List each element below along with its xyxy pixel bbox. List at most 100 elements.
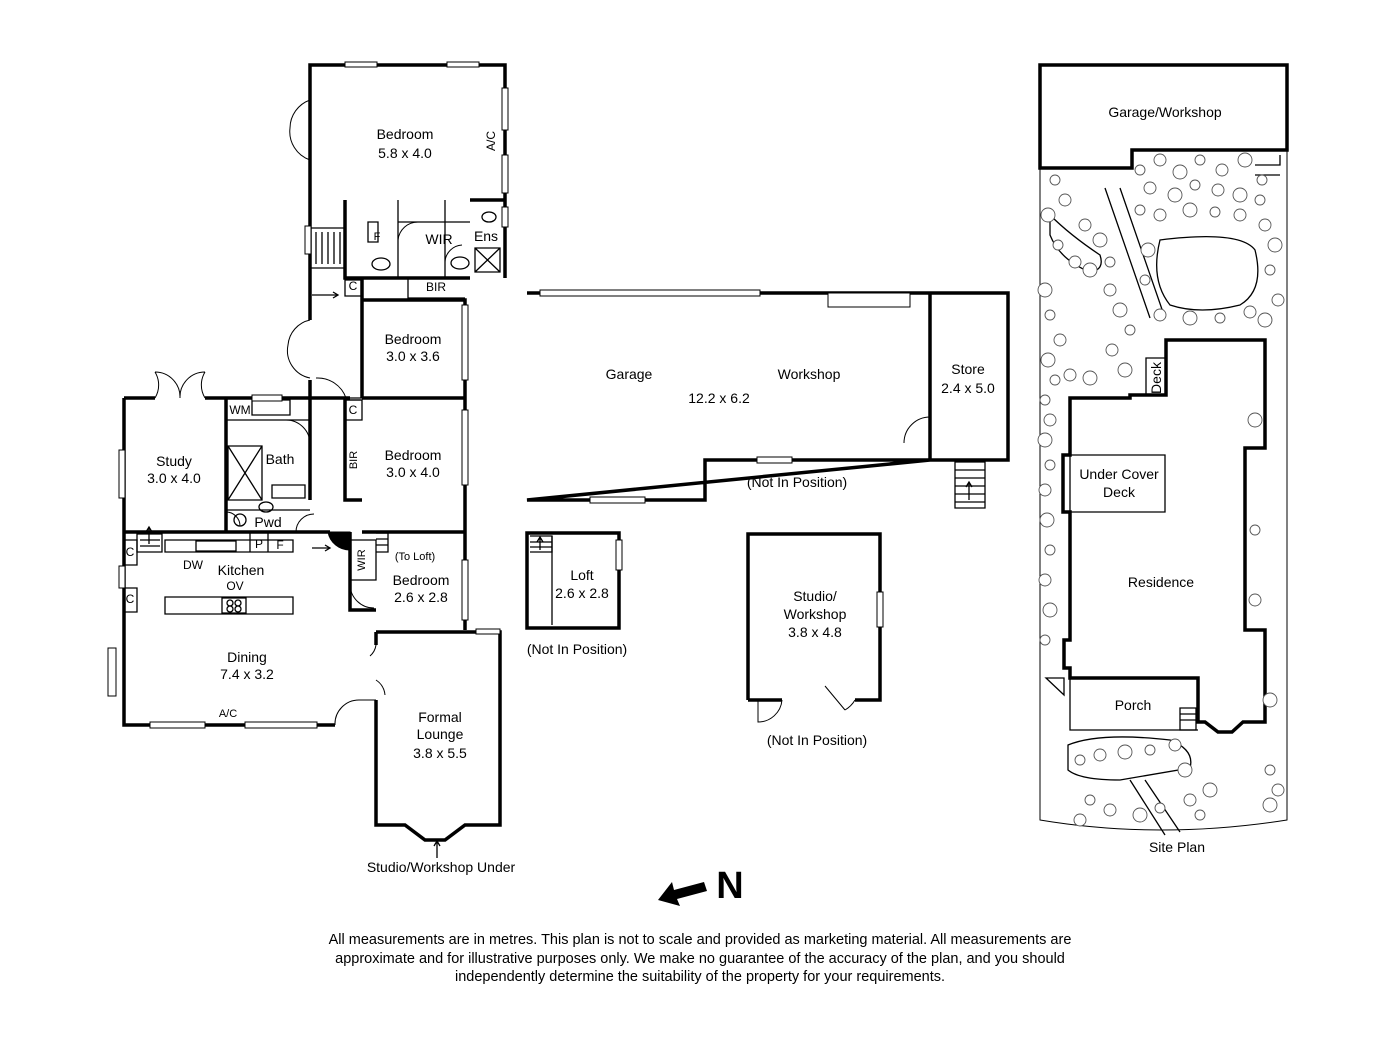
formal-lounge-size: 3.8 x 5.5 [413, 745, 467, 761]
dining-size: 7.4 x 3.2 [220, 666, 274, 682]
linen-cupboard-label: C [349, 279, 358, 293]
tree-icon [1237, 152, 1253, 168]
bedroom-3-size: 3.0 x 4.0 [386, 464, 440, 480]
under-cover-deck-label-1: Under Cover [1079, 466, 1159, 482]
studio-plan [746, 532, 884, 723]
tree-icon [1053, 333, 1067, 347]
bir-top-label: BIR [426, 280, 446, 294]
tree-icon [1262, 692, 1278, 708]
tree-icon [1117, 362, 1133, 378]
tree-icon [1092, 232, 1108, 248]
tree-icon [1132, 807, 1148, 823]
ac-dining-label: A/C [219, 708, 237, 720]
studio-size: 3.8 x 4.8 [788, 624, 842, 640]
tree-icon [1044, 309, 1056, 321]
tree-icon [1039, 394, 1051, 406]
study-label: Study [156, 453, 192, 469]
dishwasher-label: DW [183, 558, 204, 572]
tree-icon [1105, 343, 1119, 357]
tree-icon [1215, 163, 1229, 177]
tree-icon [1211, 183, 1225, 197]
tree-icon [1153, 153, 1167, 167]
tree-icon [1058, 193, 1072, 207]
bedroom-2-size: 3.0 x 3.6 [386, 348, 440, 364]
studio-label-1: Studio/ [793, 588, 837, 604]
store-label: Store [951, 361, 985, 377]
cupboard-c4-label: C [126, 592, 135, 606]
tree-icon [1134, 164, 1146, 176]
pantry-label: P [255, 537, 263, 551]
wir-master-label: WIR [425, 231, 452, 247]
tree-icon [1168, 738, 1182, 752]
fridge-f2-label: F [276, 538, 283, 552]
tree-icon [1042, 602, 1058, 618]
loft-label: Loft [570, 567, 593, 583]
tree-icon [1104, 256, 1116, 268]
studio-caption: (Not In Position) [767, 732, 867, 748]
tree-icon [1073, 813, 1087, 827]
loft-caption: (Not In Position) [527, 641, 627, 657]
tree-icon [1068, 255, 1082, 269]
porch-label: Porch [1115, 697, 1152, 713]
bedroom-2-label: Bedroom [385, 331, 442, 347]
dining-label: Dining [227, 649, 267, 665]
studio-under-caption: Studio/Workshop Under [367, 859, 516, 875]
tree-icon [1243, 305, 1257, 319]
tree-icon [1134, 204, 1146, 216]
tree-icon [1039, 634, 1051, 646]
tree-icon [1183, 793, 1197, 807]
fridge-f-label: F [374, 231, 381, 243]
bath-label: Bath [266, 451, 295, 467]
tree-icon [1262, 797, 1278, 813]
north-label: N [716, 865, 743, 907]
to-loft-label: (To Loft) [395, 551, 435, 563]
tree-icon [1040, 207, 1056, 223]
main-house-plan [107, 61, 509, 858]
tree-icon [1049, 374, 1061, 386]
tree-icon [1182, 310, 1198, 326]
cupboard-c2-label: C [349, 403, 358, 417]
tree-icon [1264, 264, 1276, 276]
tree-icon [1194, 154, 1206, 166]
tree-icon [1044, 544, 1056, 556]
tree-icon [1124, 324, 1136, 336]
site-garage-workshop-label: Garage/Workshop [1108, 104, 1222, 120]
garage-size: 12.2 x 6.2 [688, 390, 750, 406]
tree-icon [1153, 208, 1167, 222]
kitchen-label: Kitchen [218, 562, 265, 578]
tree-icon [1084, 794, 1096, 806]
tree-icon [1182, 202, 1198, 218]
tree-icon [1189, 179, 1201, 191]
tree-icon [1214, 312, 1226, 324]
tree-icon [1038, 483, 1052, 497]
tree-icon [1271, 783, 1285, 797]
tree-icon [1078, 218, 1092, 232]
tree-icon [1153, 308, 1167, 322]
tree-icon [1049, 174, 1061, 186]
ac-bedroom-label: A/C [484, 131, 498, 151]
tree-icon [1232, 187, 1248, 203]
site-plan [1037, 63, 1289, 836]
tree-icon [1257, 312, 1273, 328]
tree-icon [1040, 352, 1056, 368]
tree-icon [1117, 744, 1133, 760]
disclaimer-line-3: independently determine the suitability … [454, 969, 946, 985]
tree-icon [1039, 512, 1055, 528]
residence-label: Residence [1128, 574, 1194, 590]
tree-icon [1258, 218, 1272, 232]
workshop-label: Workshop [778, 366, 841, 382]
bedroom-3-label: Bedroom [385, 447, 442, 463]
tree-icon [1249, 524, 1261, 536]
under-cover-deck-label-2: Deck [1103, 484, 1136, 500]
tree-icon [1082, 262, 1098, 278]
disclaimer-line-1: All measurements are in metres. This pla… [328, 932, 1072, 948]
tree-icon [1139, 274, 1151, 286]
bedroom-master-label: Bedroom [377, 126, 434, 142]
tree-icon [1254, 194, 1266, 206]
north-arrow-icon [658, 882, 707, 906]
formal-lounge-label-2: Lounge [417, 726, 464, 742]
cupboard-c3-label: C [126, 545, 135, 559]
wm-label: WM [229, 403, 250, 417]
bedroom-4-size: 2.6 x 2.8 [394, 589, 448, 605]
tree-icon [1233, 208, 1247, 222]
